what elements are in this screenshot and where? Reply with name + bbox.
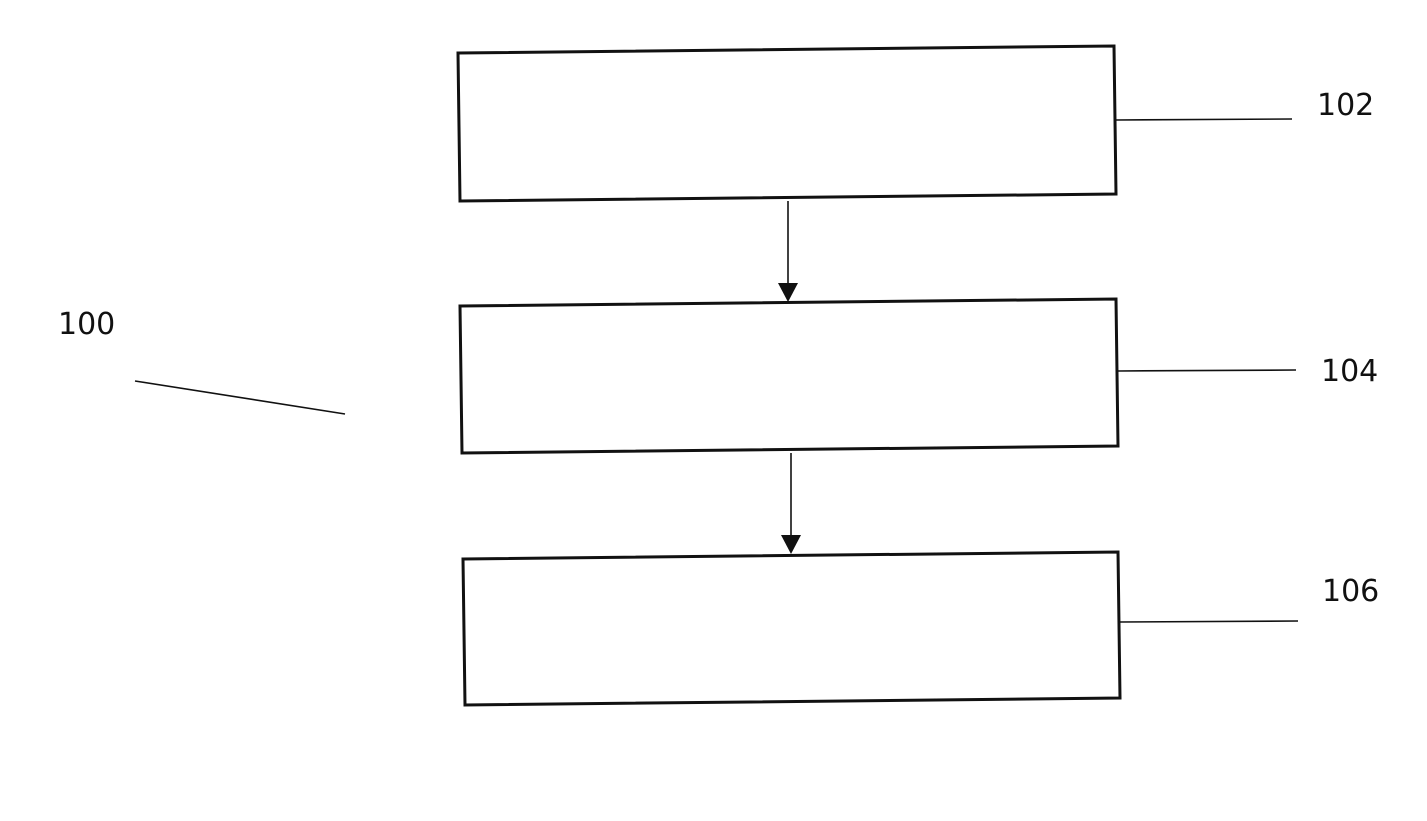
figure-ref-leader	[135, 381, 345, 414]
figure-ref-label: 100	[58, 307, 115, 342]
block-106-ref: 106	[1322, 574, 1379, 609]
block-102-leader	[1116, 119, 1292, 120]
block-102-ref: 102	[1317, 88, 1374, 123]
block-104-leader	[1118, 370, 1296, 371]
block-106	[463, 552, 1120, 705]
block-106-leader	[1120, 621, 1298, 622]
arrow-102-to-104-head	[778, 283, 798, 302]
block-104-ref: 104	[1321, 354, 1378, 389]
block-104	[460, 299, 1118, 453]
block-102	[458, 46, 1116, 201]
arrow-104-to-106-head	[781, 535, 801, 554]
